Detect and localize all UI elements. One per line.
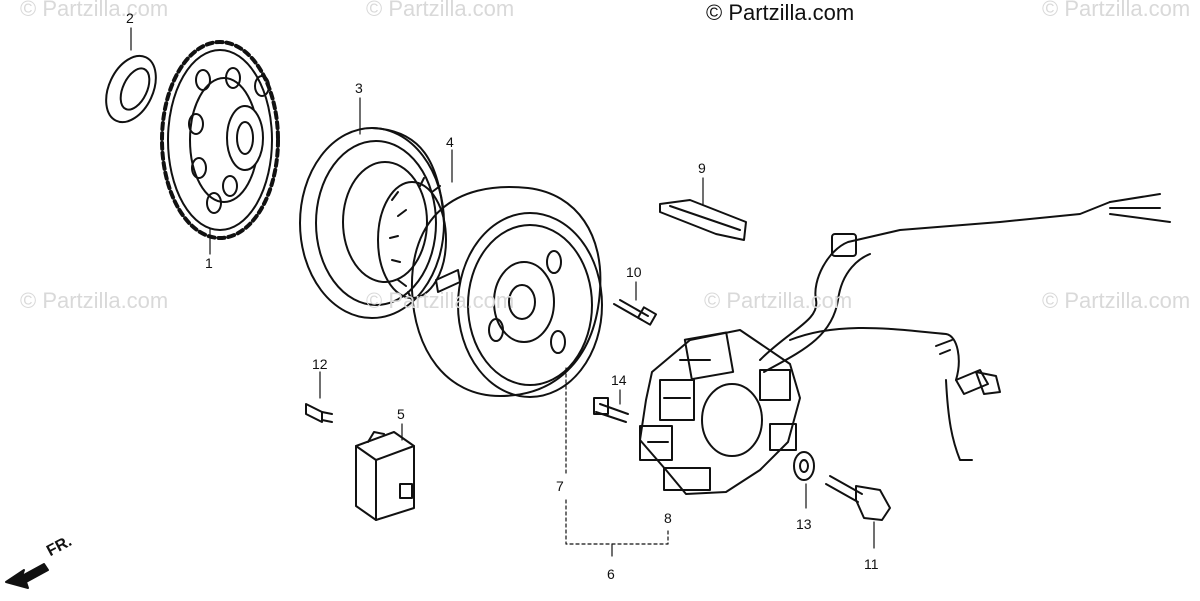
part-7-flywheel[interactable] <box>410 186 603 398</box>
watermark: © Partzilla.com <box>366 288 515 313</box>
callout-13[interactable]: 13 <box>796 516 812 532</box>
part-2-washer[interactable] <box>96 48 165 130</box>
wire-harness[interactable] <box>759 193 1171 461</box>
watermark: © Partzilla.com <box>704 288 853 313</box>
callout-14[interactable]: 14 <box>611 372 627 388</box>
callout-2[interactable]: 2 <box>126 10 134 26</box>
callout-8[interactable]: 8 <box>664 510 672 526</box>
part-8-stator[interactable] <box>639 329 801 495</box>
partzilla-watermark: © Partzilla.com <box>706 0 855 25</box>
callout-9[interactable]: 9 <box>698 160 706 176</box>
part-9-retainer[interactable] <box>659 199 747 241</box>
watermark: © Partzilla.com <box>366 0 515 21</box>
part-10-bolt[interactable] <box>613 299 658 326</box>
watermark: © Partzilla.com <box>1042 0 1191 21</box>
part-5-pulse-generator[interactable] <box>355 431 415 521</box>
callout-12[interactable]: 12 <box>312 356 328 372</box>
watermark: © Partzilla.com <box>1042 288 1191 313</box>
callout-11[interactable]: 11 <box>864 556 879 572</box>
callout-1[interactable]: 1 <box>205 255 213 271</box>
callout-6[interactable]: 6 <box>607 566 615 582</box>
callout-5[interactable]: 5 <box>397 406 405 422</box>
part-12-bolt[interactable] <box>305 403 333 423</box>
part-14-bolt[interactable] <box>593 397 629 423</box>
watermark: © Partzilla.com <box>20 288 169 313</box>
part-11-flange-bolt[interactable] <box>825 475 891 521</box>
callout-7[interactable]: 7 <box>556 478 564 494</box>
callout-3[interactable]: 3 <box>355 80 363 96</box>
part-1-driven-gear[interactable] <box>160 40 280 240</box>
callout-4[interactable]: 4 <box>446 134 454 150</box>
leader-lines <box>130 27 875 557</box>
front-direction-arrow <box>5 563 49 589</box>
callout-10[interactable]: 10 <box>626 264 642 280</box>
watermark: © Partzilla.com <box>20 0 169 21</box>
part-13-washer[interactable] <box>793 451 815 481</box>
